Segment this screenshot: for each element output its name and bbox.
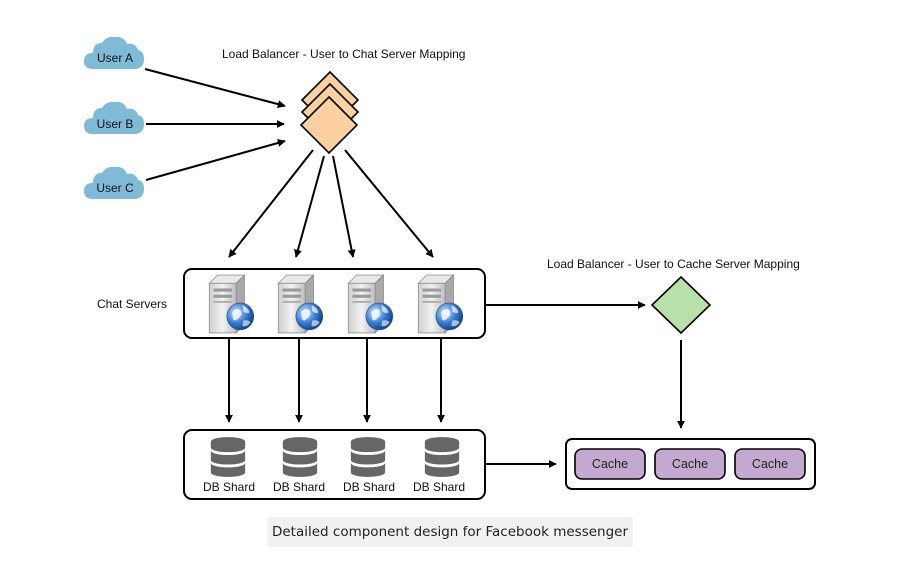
database-icon [350,437,386,477]
arrow-lb-to-server-1 [228,149,314,258]
user-a-node: User A [84,36,144,69]
arrow-user-a-to-lb [144,68,286,109]
diagram-caption: Detailed component design for Facebook m… [267,517,633,547]
database-icon [210,437,246,477]
chat-load-balancer [299,70,360,155]
database-icon [282,437,318,477]
database-icon [424,437,460,477]
cache-node [574,448,646,480]
arrow-lb-to-server-2 [294,155,325,258]
chat-lb-label: Load Balancer - User to Chat Server Mapp… [222,47,465,61]
diamond-icon [299,95,359,155]
lb-to-server-arrows [228,149,434,258]
chat-servers-label: Chat Servers [97,297,167,311]
arrow-lb-to-server-4 [344,149,434,258]
user-b-label: User B [97,117,134,131]
db-shard-label: DB Shard [203,480,255,494]
arrow-lb-to-server-3 [332,155,356,258]
db-shard-label: DB Shard [273,480,325,494]
cache-label: Cache [752,457,788,471]
cache-label: Cache [672,457,708,471]
server-to-db-arrows [225,339,445,423]
cache-lb-label: Load Balancer - User to Cache Server Map… [547,257,800,271]
user-c-node: User C [84,166,144,199]
cache-node [654,448,726,480]
db-shard-label: DB Shard [343,480,395,494]
cache-load-balancer [650,275,712,335]
cache-label: Cache [592,457,628,471]
user-a-label: User A [97,51,133,65]
db-shards-box [183,429,486,500]
arrow-user-c-to-lb [145,139,286,181]
db-shard-label: DB Shard [413,480,465,494]
user-c-label: User C [96,181,134,195]
cache-node [734,448,806,480]
user-to-lb-arrows [144,68,286,181]
chat-servers-box [183,268,486,339]
user-b-node: User B [84,101,144,134]
